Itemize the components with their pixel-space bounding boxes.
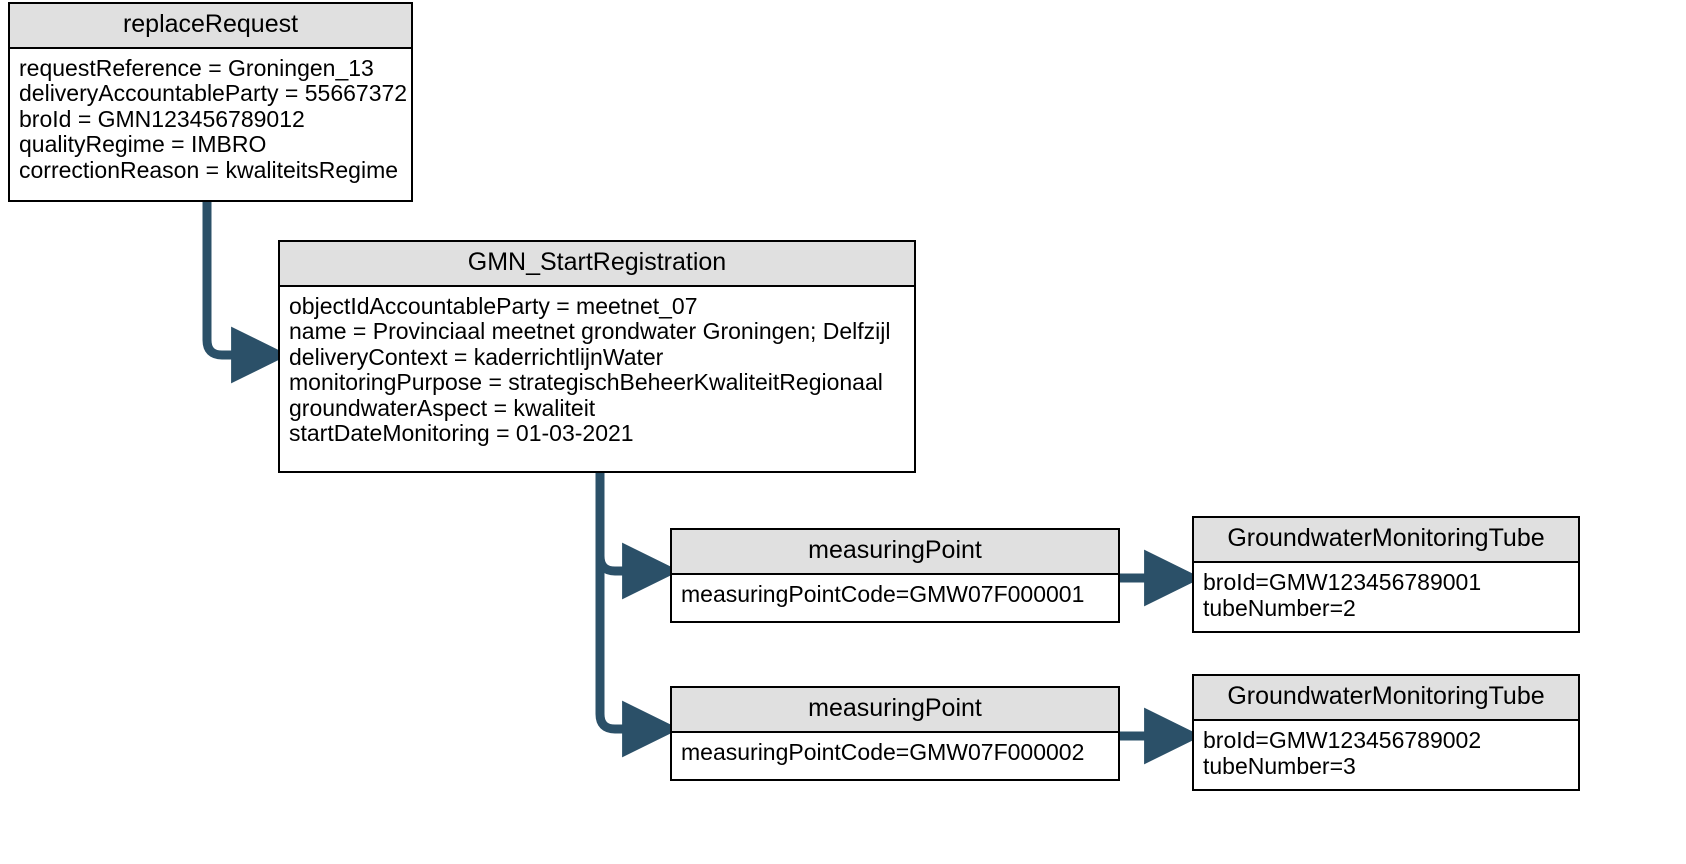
attribute-row: requestReference = Groningen_13 xyxy=(19,54,374,81)
connector-start-registration-to-measuring-point-2 xyxy=(595,556,680,758)
attribute-row: correctionReason = kwaliteitsRegime xyxy=(19,156,399,183)
node-replace-request-title: replaceRequest xyxy=(10,4,411,49)
attribute-row: deliveryAccountableParty = 55667372 xyxy=(19,80,408,107)
attribute-row: qualityRegime = IMBRO xyxy=(19,131,267,158)
node-gmn-start-registration-attributes: objectIdAccountableParty = meetnet_07 na… xyxy=(280,287,914,456)
node-measuring-point-2-attributes: measuringPointCode=GMW07F000002 xyxy=(672,733,1118,772)
node-groundwater-monitoring-tube-1-attributes: broId=GMW123456789001 tubeNumber=2 xyxy=(1194,563,1578,628)
node-gmn-start-registration[interactable]: GMN_StartRegistration objectIdAccountabl… xyxy=(278,240,916,473)
attribute-row: measuringPointCode=GMW07F000002 xyxy=(681,738,1085,765)
attribute-row: broId=GMW123456789001 xyxy=(1203,568,1482,595)
attribute-row: broId=GMW123456789002 xyxy=(1203,726,1482,753)
node-replace-request[interactable]: replaceRequest requestReference = Gronin… xyxy=(8,2,413,202)
attribute-row: tubeNumber=3 xyxy=(1203,752,1356,779)
node-groundwater-monitoring-tube-2-attributes: broId=GMW123456789002 tubeNumber=3 xyxy=(1194,721,1578,786)
node-measuring-point-2[interactable]: measuringPoint measuringPointCode=GMW07F… xyxy=(670,686,1120,781)
attribute-row: monitoringPurpose = strategischBeheerKwa… xyxy=(289,369,883,396)
node-groundwater-monitoring-tube-2-title: GroundwaterMonitoringTube xyxy=(1194,676,1578,721)
node-measuring-point-2-title: measuringPoint xyxy=(672,688,1118,733)
node-groundwater-monitoring-tube-1-title: GroundwaterMonitoringTube xyxy=(1194,518,1578,563)
node-measuring-point-1[interactable]: measuringPoint measuringPointCode=GMW07F… xyxy=(670,528,1120,623)
node-groundwater-monitoring-tube-2[interactable]: GroundwaterMonitoringTube broId=GMW12345… xyxy=(1192,674,1580,791)
attribute-row: deliveryContext = kaderrichtlijnWater xyxy=(289,343,664,370)
node-replace-request-attributes: requestReference = Groningen_13 delivery… xyxy=(10,49,411,192)
node-measuring-point-1-title: measuringPoint xyxy=(672,530,1118,575)
attribute-row: measuringPointCode=GMW07F000001 xyxy=(681,580,1085,607)
attribute-row: name = Provinciaal meetnet grondwater Gr… xyxy=(289,318,891,345)
attribute-row: tubeNumber=2 xyxy=(1203,594,1356,621)
attribute-row: broId = GMN123456789012 xyxy=(19,105,305,132)
node-measuring-point-1-attributes: measuringPointCode=GMW07F000001 xyxy=(672,575,1118,614)
attribute-row: startDateMonitoring = 01-03-2021 xyxy=(289,420,634,447)
node-groundwater-monitoring-tube-1[interactable]: GroundwaterMonitoringTube broId=GMW12345… xyxy=(1192,516,1580,633)
attribute-row: groundwaterAspect = kwaliteit xyxy=(289,394,596,421)
connector-start-registration-to-measuring-point-1 xyxy=(595,473,680,600)
node-gmn-start-registration-title: GMN_StartRegistration xyxy=(280,242,914,287)
attribute-row: objectIdAccountableParty = meetnet_07 xyxy=(289,292,698,319)
connector-replace-request-to-start-registration xyxy=(202,202,289,384)
